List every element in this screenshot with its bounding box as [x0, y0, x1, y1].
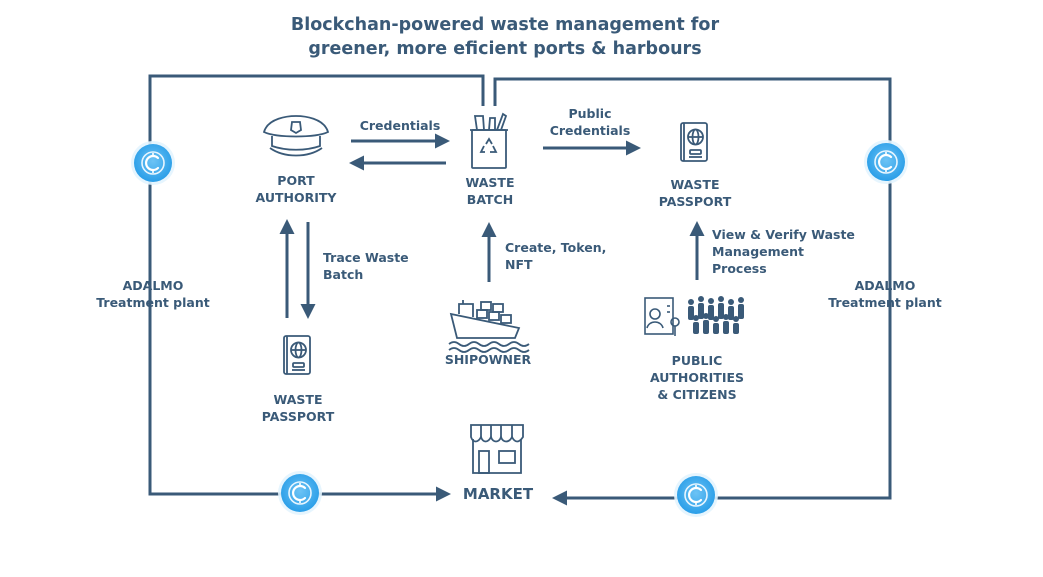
port-authority-label: PORT AUTHORITY	[255, 173, 337, 205]
title-line-1: Blockchan-powered waste management for	[290, 15, 720, 35]
crypto-coin-icon	[862, 138, 910, 186]
trace-waste-batch-label: Trace Waste Batch	[323, 250, 409, 282]
waste-passport-bottom-label: WASTE PASSPORT	[261, 392, 335, 424]
waste-batch-label: WASTE BATCH	[465, 175, 515, 207]
public-credentials-label: Public Credentials	[549, 106, 631, 138]
page-title: Blockchan-powered waste management for g…	[230, 13, 780, 61]
crowd-icon	[644, 296, 744, 336]
adalmo-left-label: ADALMO Treatment plant	[96, 278, 210, 310]
passport-icon	[283, 335, 311, 375]
crypto-coin-icon	[129, 139, 177, 187]
captain-hat-icon	[262, 115, 330, 157]
public-authorities-label: PUBLIC AUTHORITIES & CITIZENS	[649, 353, 745, 402]
create-token-nft-label: Create, Token, NFT	[505, 240, 607, 272]
shipowner-label: SHIPOWNER	[444, 352, 532, 367]
view-verify-label: View & Verify Waste Management Process	[712, 227, 855, 276]
crypto-coin-icon	[672, 471, 720, 519]
title-line-2: greener, more eficient ports & harbours	[308, 39, 702, 59]
waste-passport-top-label: WASTE PASSPORT	[658, 177, 732, 209]
market-stall-icon	[470, 424, 524, 474]
credentials-label: Credentials	[359, 118, 441, 133]
market-label: MARKET	[462, 485, 534, 503]
ship-icon	[448, 300, 530, 353]
crypto-coin-icon	[276, 469, 324, 517]
left-loop-path	[148, 74, 485, 502]
passport-icon	[680, 122, 708, 162]
recycle-bin-icon	[470, 112, 508, 169]
right-loop-path	[493, 77, 892, 506]
adalmo-right-label: ADALMO Treatment plant	[828, 278, 942, 310]
